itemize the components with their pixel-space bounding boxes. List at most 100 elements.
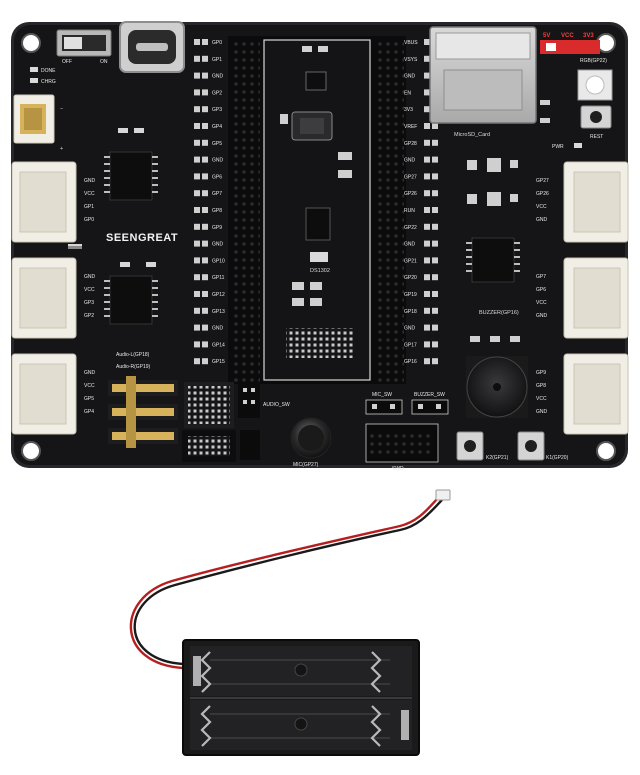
pin-pad [194, 89, 200, 96]
pin-pad [424, 123, 430, 129]
pin-pad [432, 291, 438, 297]
audio-sw-jumper[interactable] [238, 382, 260, 418]
pin-pad [202, 156, 208, 163]
pin-pad [424, 291, 430, 297]
buzzer [466, 356, 528, 418]
grove-pin-label: GP1 [84, 204, 94, 210]
pin-label: GP22 [404, 225, 417, 231]
grove-pin-label: GP3 [84, 300, 94, 306]
battery-holder[interactable] [182, 639, 420, 756]
pin-pad [424, 89, 430, 96]
k1-button[interactable] [517, 431, 545, 461]
pin-label: VSYS [404, 57, 418, 63]
pin-pad [194, 55, 200, 62]
grove-connector-right[interactable] [563, 257, 629, 339]
pin-pad [424, 341, 430, 348]
pin-label: GP28 [404, 141, 417, 147]
pin-pad [432, 358, 438, 365]
pin-pad [194, 223, 200, 230]
pin-label: GP27 [404, 174, 417, 180]
pin-label: GP13 [212, 309, 225, 315]
pin-pad [194, 291, 200, 297]
battery-connector[interactable] [13, 94, 55, 144]
microsd-slot[interactable] [429, 26, 537, 124]
pin-pad [424, 55, 430, 62]
pin-pad [432, 307, 438, 314]
grove-pin-label: GP26 [536, 191, 549, 197]
pin-pad [432, 173, 438, 180]
right-pin-column: VBUSVSYSGNDEN3V3VREFGP28GNDGP27GP26RUNGP… [404, 39, 438, 365]
brand-logo: SEENGREAT [106, 232, 178, 244]
pin-pad [202, 123, 208, 129]
grove-pin-label: GP6 [536, 287, 546, 293]
pin-label: GP8 [212, 208, 222, 214]
grove-connector-left[interactable] [11, 161, 77, 243]
grove-pin-label: GND [84, 178, 96, 184]
jumper-header [240, 430, 260, 460]
pin-label: GP3 [212, 107, 222, 113]
label-vcc: VCC [561, 33, 574, 39]
pin-pad [202, 173, 208, 180]
power-switch[interactable] [56, 29, 112, 57]
pin-pad [202, 207, 208, 213]
reset-label: REST [590, 134, 603, 140]
audio-pin-header [182, 382, 236, 462]
led-done [30, 67, 38, 72]
reset-button[interactable] [580, 105, 612, 129]
grove-pin-label: GND [536, 313, 548, 319]
pin-pad [194, 257, 200, 264]
pin-label: GP17 [404, 342, 417, 348]
pin-pad [202, 55, 208, 62]
pin-label: GP0 [212, 40, 222, 46]
pin-pad [424, 257, 430, 264]
pin-pad [194, 156, 200, 163]
k2-button[interactable] [456, 431, 484, 461]
pin-pad [202, 223, 208, 230]
grove-connector-left[interactable] [11, 257, 77, 339]
k2-label: K2(GP21) [486, 455, 509, 461]
pin-pad [432, 123, 438, 129]
pin-pad [202, 139, 208, 146]
swd-label: SWD [392, 466, 404, 472]
pin-pad [202, 39, 208, 45]
grove-connector-right[interactable] [563, 353, 629, 435]
pin-label: GP20 [404, 275, 417, 281]
grove-pin-label: GP5 [84, 396, 94, 402]
grove-connector-left[interactable] [11, 353, 77, 435]
microphone [290, 417, 332, 459]
pin-pad [194, 190, 200, 197]
pin-pad [194, 173, 200, 180]
audio-connector[interactable] [108, 376, 178, 448]
pin-label: GP7 [212, 191, 222, 197]
ic-chip-right [466, 237, 520, 283]
pin-pad [202, 72, 208, 79]
pin-pad [432, 324, 438, 331]
pin-pad [194, 274, 200, 281]
pin-pad [194, 341, 200, 348]
pin-pad [194, 39, 200, 45]
grove-pin-label: GP8 [536, 383, 546, 389]
pin-pad [432, 207, 438, 213]
mic-sw-jumper[interactable] [365, 399, 403, 415]
pin-label: EN [404, 90, 411, 96]
buzzer-sw-jumper[interactable] [411, 399, 449, 415]
grove-pin-label: GND [536, 217, 548, 223]
grove-pin-label: GP4 [84, 409, 94, 415]
pin-pad [432, 341, 438, 348]
grove-connector-right[interactable] [563, 161, 629, 243]
ds1302-label: DS1302 [310, 268, 330, 274]
usb-c-port[interactable] [119, 21, 185, 73]
pin-label: GP12 [212, 292, 225, 298]
pin-label: GP6 [212, 174, 222, 180]
pin-pad [194, 139, 200, 146]
pin-pad [432, 190, 438, 197]
pin-label: GP14 [212, 342, 225, 348]
audio-r-label: Audio-R(GP19) [116, 364, 151, 370]
pin-pad [194, 307, 200, 314]
k1-label: K1(GP20) [546, 455, 569, 461]
voltage-select-switch[interactable] [540, 40, 600, 54]
pin-label: GP21 [404, 258, 417, 264]
